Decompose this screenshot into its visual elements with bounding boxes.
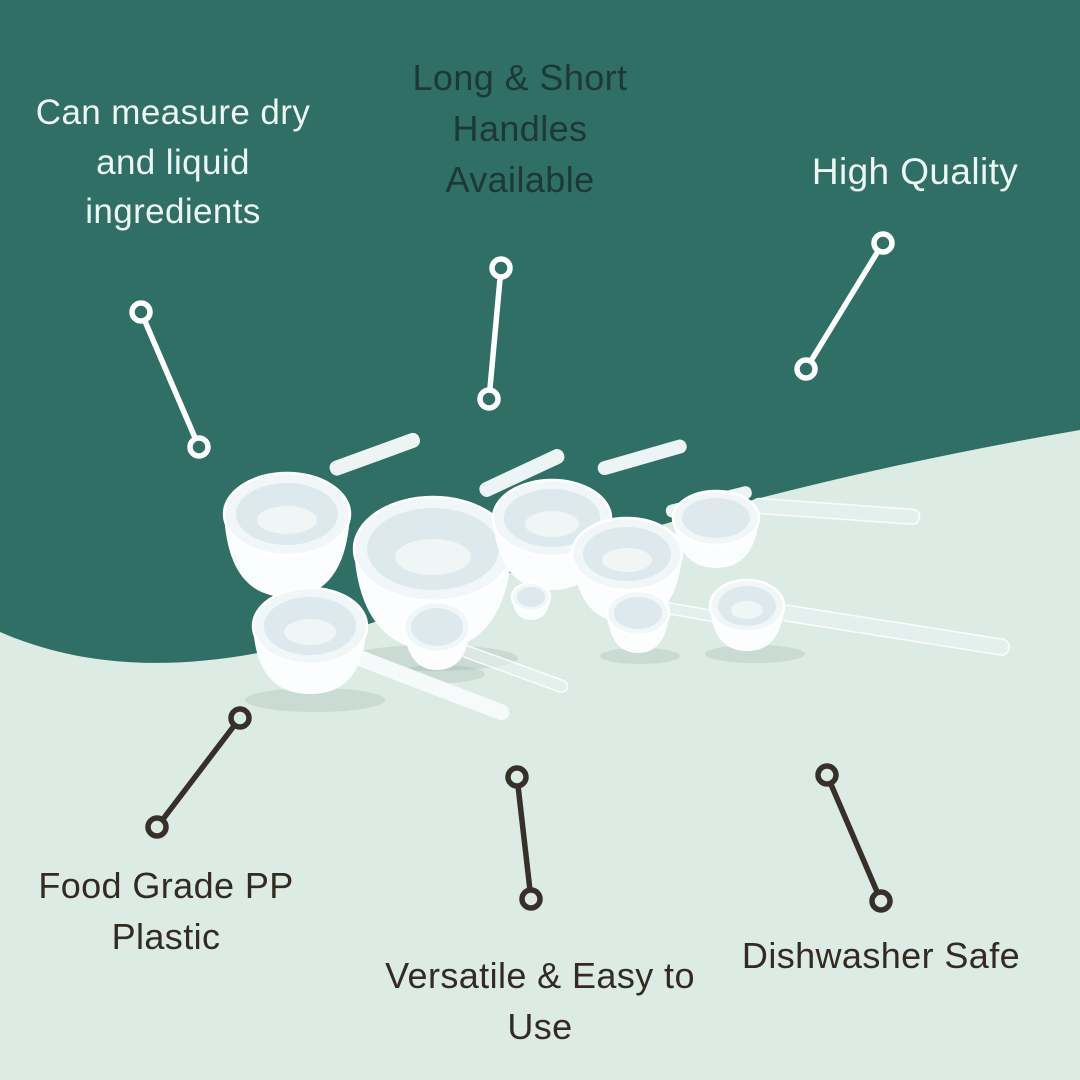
callout-high-quality: High Quality [811,151,1019,192]
measuring-cup-1 [222,471,352,597]
cup-handle [597,439,687,476]
measuring-scoop-5 [671,489,761,568]
connector-handles [477,256,513,411]
measuring-scoop-6 [251,586,369,694]
connector-dishwasher [815,763,893,913]
measuring-scoop-9 [605,589,671,653]
connector-versatile [505,765,543,911]
cup-handle [479,449,565,497]
callout-food-grade-pp: Food Grade PP Plastic [38,865,294,958]
connector-food-grade [145,706,252,839]
callout-long-short-handles: Long & Short Handles Available [412,57,628,201]
connector-measure [129,300,211,459]
callout-dishwasher-safe: Dishwasher Safe [741,935,1021,976]
measuring-spoon-10 [708,578,786,651]
callout-measure-dry-liquid: Can measure dry and liquid ingredients [35,93,311,232]
measuring-cup-3 [491,478,613,590]
connector-quality [794,231,895,381]
measuring-cup-2 [352,495,514,650]
scoop-handle [351,649,510,721]
measuring-spoon-8 [510,581,552,620]
mint-wave-shape [0,430,1080,1080]
cup-handle [329,432,421,476]
callout-versatile-easy: Versatile & Easy to Use [385,955,695,1048]
measuring-spoon-7 [402,600,472,670]
